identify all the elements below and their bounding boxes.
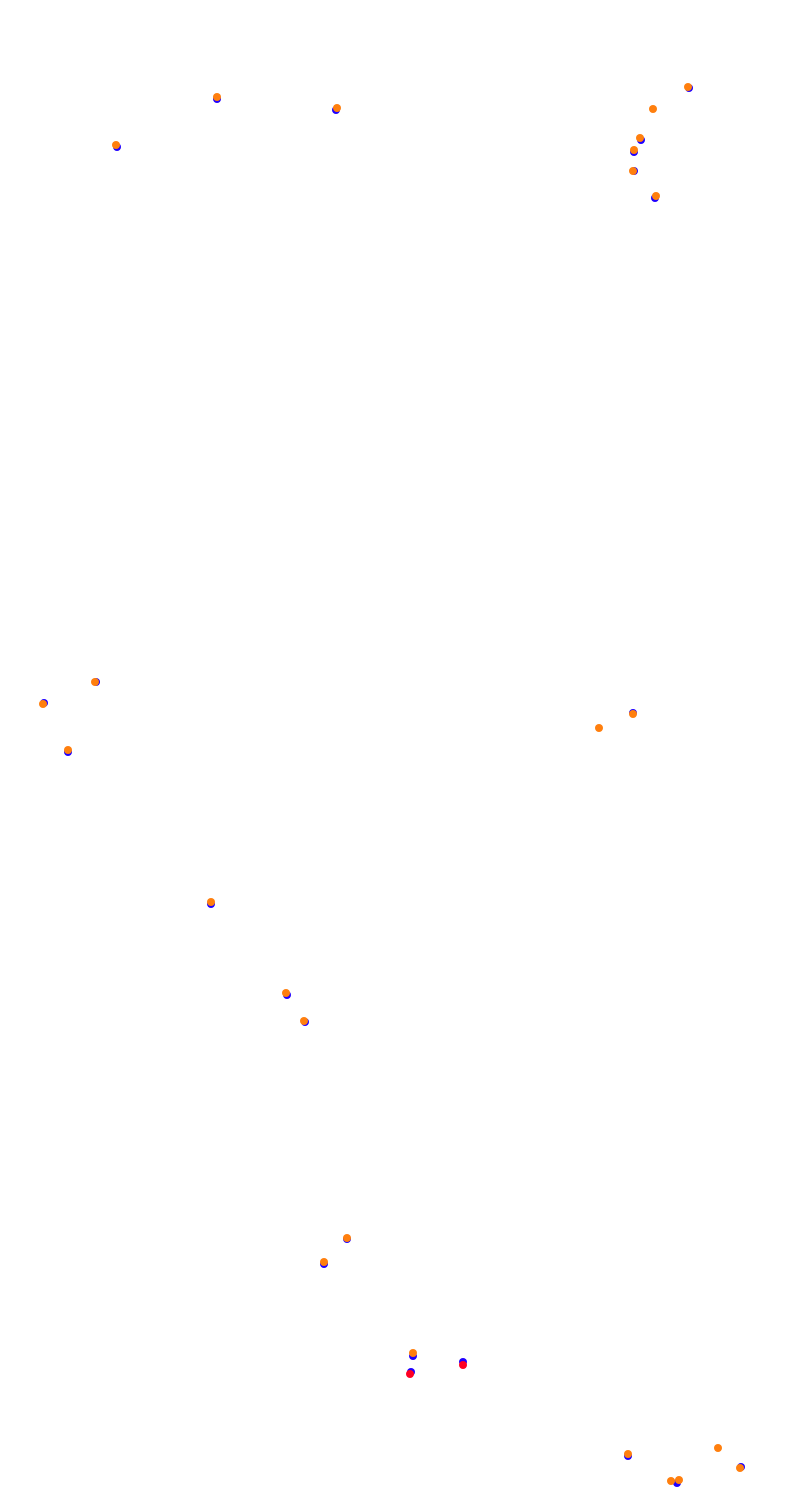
series-1 — [406, 1361, 467, 1378]
data-point — [39, 700, 47, 708]
points-layer — [39, 83, 745, 1487]
data-point — [213, 93, 221, 101]
data-point — [595, 724, 603, 732]
data-point — [409, 1349, 417, 1357]
data-point — [112, 141, 120, 149]
data-point — [667, 1477, 675, 1485]
data-point — [675, 1476, 683, 1484]
data-point — [629, 710, 637, 718]
data-point — [636, 134, 644, 142]
data-point — [333, 104, 341, 112]
data-point — [459, 1361, 467, 1369]
data-point — [406, 1370, 414, 1378]
data-point — [91, 678, 99, 686]
data-point — [630, 146, 638, 154]
data-point — [624, 1450, 632, 1458]
data-point — [207, 898, 215, 906]
data-point — [343, 1234, 351, 1242]
data-point — [649, 105, 657, 113]
data-point — [714, 1444, 722, 1452]
data-point — [629, 167, 637, 175]
data-point — [320, 1258, 328, 1266]
data-point — [282, 989, 290, 997]
series-2 — [39, 83, 744, 1485]
data-point — [300, 1017, 308, 1025]
data-point — [652, 192, 660, 200]
data-point — [684, 83, 692, 91]
data-point — [736, 1464, 744, 1472]
data-point — [64, 746, 72, 754]
